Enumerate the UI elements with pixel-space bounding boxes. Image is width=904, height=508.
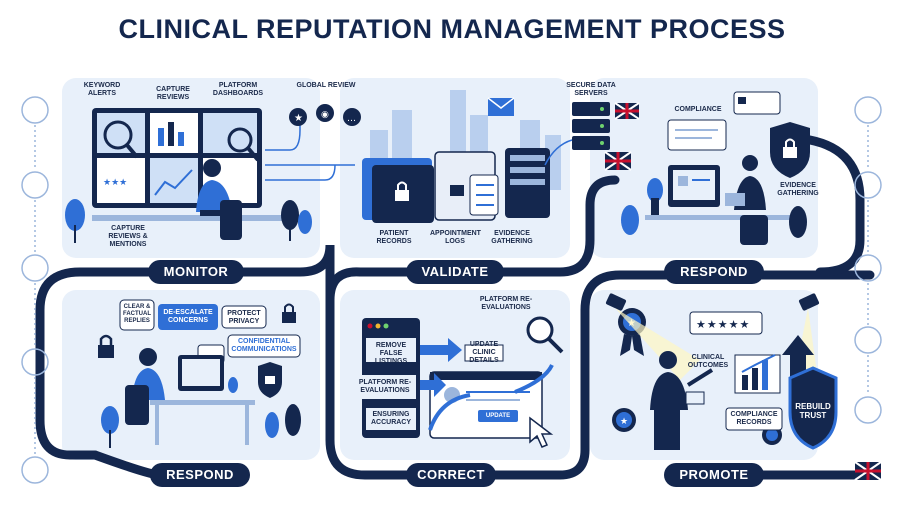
svg-text:…: … [347, 114, 356, 124]
label-clinical-outcomes: CLINICAL OUTCOMES [684, 354, 732, 370]
stage-validate: VALIDATE [406, 260, 504, 284]
label-update-clinic: UPDATE CLINIC DETAILS [465, 341, 503, 365]
label-keyword-alerts: KEYWORD ALERTS [80, 82, 124, 98]
uk-flag-icon [855, 462, 881, 480]
magnifier-icon [528, 318, 562, 352]
label-clear-replies: CLEAR & FACTUAL REPLIES [120, 304, 154, 325]
stage-monitor: MONITOR [148, 260, 244, 284]
label-patient-records: PATIENT RECORDS [374, 230, 414, 246]
svg-text:◉: ◉ [321, 110, 329, 120]
folder-icon [362, 148, 550, 223]
label-appointment-logs: APPOINTMENT LOGS [430, 230, 480, 246]
shield-lock-icon [258, 362, 282, 398]
label-compliance-records: COMPLIANCE RECORDS [726, 411, 782, 427]
label-evidence-gathering: EVIDENCE GATHERING [484, 230, 540, 246]
shield-lock-icon [770, 122, 810, 178]
label-secure-data-servers: SECURE DATA SERVERS [566, 82, 616, 98]
monitor-screens-icon: ★★★ [92, 108, 262, 208]
label-global-review: GLOBAL REVIEW [290, 82, 362, 90]
svg-text:★★★: ★★★ [103, 178, 127, 188]
uk-flag-icon [605, 103, 639, 170]
label-capture-reviews-mentions: CAPTURE REVIEWS & MENTIONS [98, 225, 158, 249]
stage-correct: CORRECT [406, 463, 496, 487]
label-compliance: COMPLIANCE [670, 106, 726, 114]
label-remove-false: REMOVE FALSE LISTINGS [366, 342, 416, 366]
label-protect-privacy: PROTECT PRIVACY [222, 310, 266, 326]
rating-stars: ★★★★★ [696, 318, 750, 331]
label-platform-reevaluations: PLATFORM RE-EVALUATIONS [354, 379, 416, 395]
stage-promote: PROMOTE [664, 463, 764, 487]
svg-text:★: ★ [294, 113, 303, 124]
label-ensuring-accuracy: ENSURING ACCURACY [366, 411, 416, 427]
rating-card-icon: ★★★★★ [690, 312, 762, 334]
stage-respond-bottom: RESPOND [150, 463, 250, 487]
label-rebuild-trust: REBUILD TRUST [792, 402, 834, 420]
compliance-document-icon [668, 92, 780, 150]
envelope-icon [488, 98, 514, 116]
svg-text:★: ★ [620, 417, 628, 427]
label-de-escalate: DE-ESCALATE CONCERNS [160, 309, 216, 325]
label-capture-reviews: CAPTURE REVIEWS [150, 86, 196, 102]
label-platform-dashboards: PLATFORM DASHBOARDS [208, 82, 268, 98]
label-confidential: CONFIDENTIAL COMMUNICATIONS [230, 338, 298, 354]
label-platform-reevaluations-top: PLATFORM RE-EVALUATIONS [470, 296, 542, 312]
stage-respond-top: RESPOND [664, 260, 764, 284]
update-button[interactable]: UPDATE [478, 412, 518, 420]
label-evidence-gathering-respond: EVIDENCE GATHERING [770, 182, 826, 198]
